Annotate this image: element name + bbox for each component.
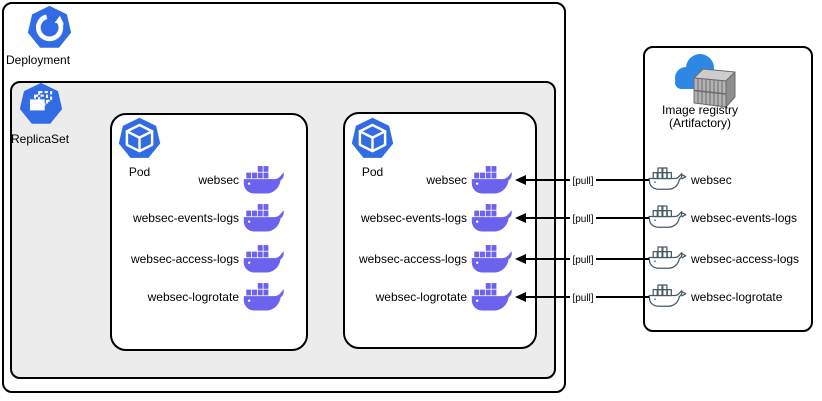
image-row: websec-access-logs [648, 242, 812, 276]
kubernetes-pod-icon [350, 116, 395, 161]
image-name: websec-logrotate [691, 290, 783, 304]
pull-arrow: [pull] [515, 175, 649, 187]
pull-arrow: [pull] [515, 292, 649, 304]
pull-arrow-label: [pull] [570, 293, 596, 304]
docker-icon [243, 282, 284, 312]
docker-outline-icon [648, 284, 688, 310]
container-row: websec-events-logs [112, 201, 284, 235]
container-name: websec [426, 173, 467, 187]
registry-label-line1: Image registry [661, 103, 739, 117]
registry-label-line2: (Artifactory) [668, 116, 731, 130]
deployment-label: Deployment [6, 53, 71, 67]
docker-outline-icon [648, 246, 688, 272]
container-name: websec-logrotate [375, 290, 467, 304]
docker-outline-icon [648, 205, 688, 231]
container-row: websec-logrotate [340, 280, 512, 314]
container-row: websec [112, 163, 284, 197]
pull-arrow: [pull] [515, 213, 649, 225]
image-name: websec-events-logs [691, 211, 798, 225]
image-row: websec-logrotate [648, 280, 812, 314]
image-name: websec [691, 173, 732, 187]
pull-arrow: [pull] [515, 254, 649, 266]
pull-arrow-label: [pull] [570, 176, 596, 187]
pod1-label: Pod [128, 165, 151, 179]
kubernetes-deployment-icon [26, 4, 73, 51]
pod2-label: Pod [361, 165, 384, 179]
container-name: websec-events-logs [360, 211, 467, 225]
container-row: websec-access-logs [112, 242, 284, 276]
kubernetes-replicaset-icon [18, 81, 64, 127]
container-name: websec-access-logs [358, 252, 467, 266]
docker-outline-icon [648, 167, 688, 193]
registry-label: Image registry (Artifactory) [645, 104, 755, 130]
container-row: websec-logrotate [112, 280, 284, 314]
image-name: websec-access-logs [691, 252, 800, 266]
container-name: websec-logrotate [147, 290, 239, 304]
docker-icon [243, 244, 284, 274]
container-name: websec [198, 173, 239, 187]
replicaset-label: ReplicaSet [11, 132, 70, 146]
docker-icon [243, 203, 284, 233]
container-name: websec-events-logs [132, 211, 239, 225]
docker-icon [243, 165, 284, 195]
image-row: websec-events-logs [648, 201, 812, 235]
docker-icon [471, 203, 512, 233]
container-row: websec [340, 163, 512, 197]
cloud-registry-icon [669, 52, 738, 109]
kubernetes-pod-icon [117, 116, 162, 161]
container-name: websec-access-logs [130, 252, 239, 266]
docker-icon [471, 244, 512, 274]
docker-icon [471, 165, 512, 195]
container-row: websec-access-logs [340, 242, 512, 276]
pull-arrow-label: [pull] [570, 255, 596, 266]
container-row: websec-events-logs [340, 201, 512, 235]
image-row: websec [648, 163, 812, 197]
pull-arrow-label: [pull] [570, 214, 596, 225]
docker-icon [471, 282, 512, 312]
